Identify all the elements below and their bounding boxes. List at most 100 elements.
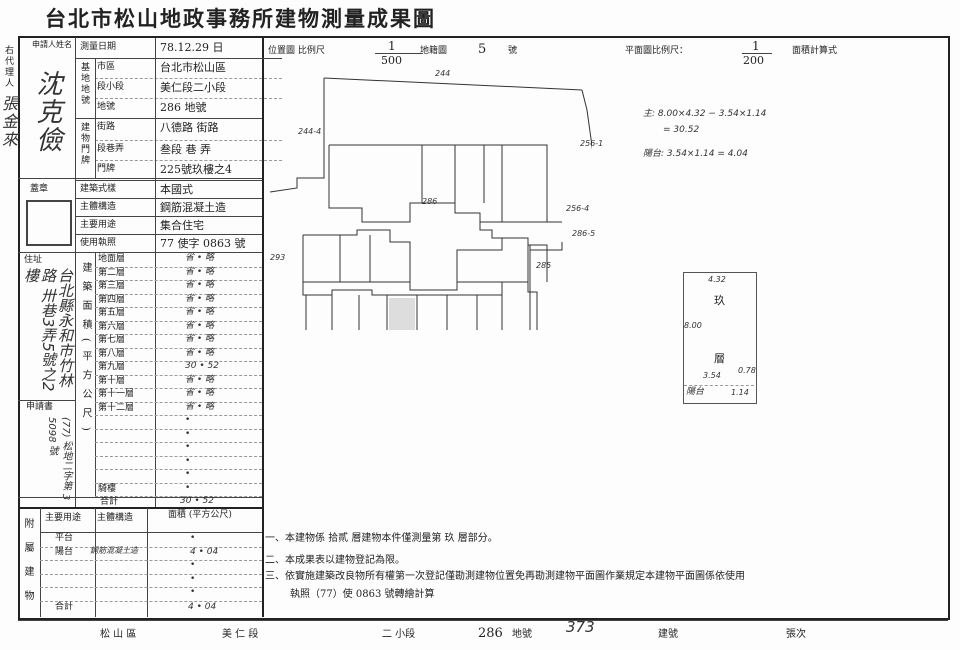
agent-name: 張金來 bbox=[0, 95, 18, 149]
rule bbox=[40, 508, 41, 617]
rule bbox=[95, 280, 262, 281]
footer-sheet-label: 張次 bbox=[786, 629, 806, 640]
floor-name: 第二層 bbox=[98, 267, 126, 278]
annex-use: 平台 bbox=[55, 533, 74, 543]
floor-name: 地面層 bbox=[98, 254, 126, 264]
rule bbox=[95, 442, 262, 443]
field-label: 建築式樣 bbox=[80, 184, 117, 194]
residence-label: 住址 bbox=[24, 255, 43, 265]
floor-area: 省 • 略 bbox=[185, 320, 215, 331]
floor-name: 第五層 bbox=[98, 308, 126, 318]
floor-area: • bbox=[185, 415, 191, 425]
floor-name: 第四層 bbox=[98, 294, 126, 305]
rule bbox=[95, 266, 262, 268]
scale-denominator: 500 bbox=[381, 54, 402, 67]
footer-subsection: 二 小段 bbox=[382, 629, 416, 640]
field-value: 八德路 街路 bbox=[160, 121, 219, 134]
annex-structure: 鋼筋混凝土造 bbox=[90, 545, 138, 555]
residence-text: 台北縣永和市竹林路 卅巷3弄5號之2樓 bbox=[22, 268, 74, 392]
application-label: 申請書 bbox=[26, 402, 54, 412]
note-2: 二、本成果表以建物登記為限。 bbox=[265, 555, 405, 566]
rule bbox=[155, 38, 156, 252]
annex-area: • bbox=[190, 587, 196, 597]
floor-name: 第九層 bbox=[98, 362, 126, 372]
annex-col-structure: 主體構造 bbox=[97, 513, 134, 523]
footer-building-number: 373 bbox=[566, 618, 595, 636]
application-text: (77) 松地二字第 35098 號 bbox=[46, 417, 71, 501]
sheet-number: 5 bbox=[478, 42, 487, 57]
floor-area: 省 • 略 bbox=[185, 388, 215, 398]
rule bbox=[95, 496, 262, 497]
main-frame bbox=[18, 36, 950, 620]
floor-area: 省 • 略 bbox=[185, 266, 215, 277]
rule bbox=[95, 78, 282, 79]
floor-area: • bbox=[185, 428, 191, 439]
divider bbox=[262, 37, 264, 617]
seal-label: 蓋章 bbox=[30, 184, 49, 194]
field-value: 台北市松山區 bbox=[160, 61, 226, 74]
rule bbox=[95, 508, 96, 617]
agent-label: 右代理人 bbox=[3, 45, 13, 89]
rule bbox=[40, 532, 262, 533]
balcony-label: 陽台 bbox=[686, 387, 705, 397]
floor-name: 騎樓 bbox=[98, 483, 117, 494]
lot-label: 293 bbox=[270, 253, 286, 262]
field-label: 市區 bbox=[97, 62, 116, 72]
field-value: 本國式 bbox=[160, 183, 193, 196]
field-label: 地號 bbox=[97, 102, 116, 112]
area-calc-label: 面積計算式 bbox=[792, 46, 838, 56]
rule bbox=[40, 546, 262, 548]
scale-bar bbox=[375, 53, 423, 54]
field-label: 使用執照 bbox=[80, 238, 117, 248]
rule bbox=[18, 507, 262, 509]
field-value: 叁段 巷 弄 bbox=[160, 143, 211, 156]
floor-area: 省 • 略 bbox=[185, 307, 215, 317]
boundary-line bbox=[323, 77, 583, 91]
lot-label: 244 bbox=[435, 69, 451, 78]
floor-name: 第十層 bbox=[98, 375, 126, 386]
floor-area: 省 • 略 bbox=[185, 347, 215, 358]
dim-width: 4.32 bbox=[708, 275, 726, 284]
footer-building-label: 建號 bbox=[658, 629, 678, 640]
dim-length: 8.00 bbox=[684, 321, 702, 330]
rule bbox=[95, 98, 282, 99]
site-plan-drawing bbox=[269, 77, 592, 330]
floor-text-2: 層 bbox=[714, 352, 725, 365]
rule bbox=[95, 140, 282, 141]
rule bbox=[95, 469, 262, 470]
rule bbox=[95, 347, 262, 349]
balcony-line bbox=[684, 385, 754, 386]
calc-line-main: 主: 8.00×4.32 − 3.54×1.14 bbox=[643, 109, 767, 119]
field-label: 街路 bbox=[97, 122, 116, 132]
field-value: 77 使字 0863 號 bbox=[160, 237, 246, 250]
floor-name: 第八層 bbox=[98, 348, 126, 359]
field-value: 鋼筋混凝土造 bbox=[160, 201, 226, 214]
rule bbox=[18, 252, 262, 253]
subject-unit-shading bbox=[389, 298, 415, 330]
note-3: 三、依實施建築改良物所有權第一次登記僅勘測建物位置免再勘測建物平面圖作業規定本建… bbox=[265, 571, 745, 582]
rule bbox=[95, 361, 262, 362]
floor-name: 第六層 bbox=[98, 321, 126, 332]
floor-text: 玖 bbox=[714, 294, 725, 307]
field-label: 測量日期 bbox=[80, 42, 117, 52]
annex-total-label: 合計 bbox=[55, 602, 74, 612]
rule bbox=[40, 587, 262, 588]
rule bbox=[75, 118, 262, 119]
plan-scale-numerator: 1 bbox=[752, 39, 760, 53]
rule bbox=[95, 415, 262, 416]
document-title: 台北市松山地政事務所建物測量成果圖 bbox=[45, 6, 436, 31]
field-value: 美仁段二小段 bbox=[160, 81, 226, 94]
floor-area: • bbox=[185, 469, 191, 479]
floor-name: 第三層 bbox=[98, 281, 126, 291]
rule bbox=[95, 320, 262, 322]
rule bbox=[95, 160, 282, 161]
dim-balcony-d: 1.14 bbox=[731, 388, 749, 397]
note-1: 一、本建物係 拾貳 層建物本件僅測量第 玖 層部分。 bbox=[265, 533, 498, 544]
field-label: 主要用途 bbox=[80, 220, 117, 230]
floor-area: 省 • 略 bbox=[185, 253, 215, 263]
lot-label: 256-1 bbox=[580, 139, 604, 148]
calc-line-result: = 30.52 bbox=[663, 125, 700, 135]
rule bbox=[75, 234, 262, 235]
sheet-label: 地籍圖 bbox=[420, 46, 448, 56]
